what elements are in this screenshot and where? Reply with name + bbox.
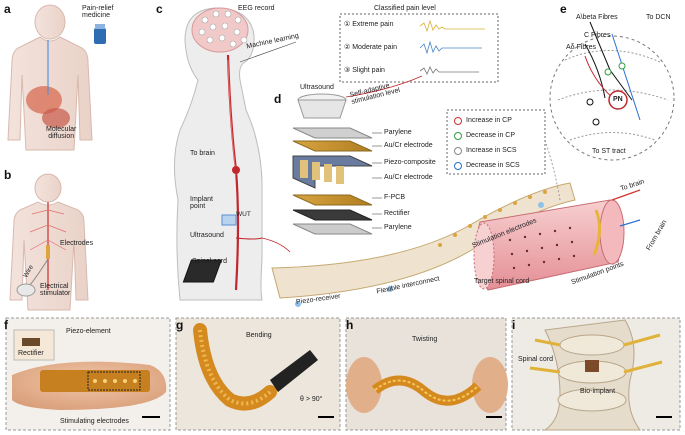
label-ultrasound-d: Ultrasound [300,84,334,91]
label-st-tract: To ST tract [592,148,626,155]
label-to-brain-c: To brain [190,150,215,157]
label-ultrasound-c: Ultrasound [190,232,224,239]
label-layer-6: Rectifier [384,210,410,217]
label-eeg-record: EEG record [238,5,275,12]
photo-i-spine [529,319,672,431]
label-stimulating-electrodes: Stimulating electrodes [60,418,129,425]
label-classified-pain-level: Classified pain level [374,5,436,12]
label-electrodes: Electrodes [60,240,94,247]
label-bending: Bending [246,332,272,339]
label-pain-level-2: ② Moderate pain [344,44,397,51]
label-twisting: Twisting [412,336,438,343]
label-bio-implant: Bio-implant [580,388,616,395]
label-spinal-cord-c: Spinal cord [192,258,228,265]
panel-letter-h: h [346,318,354,332]
legend-increase-scs: Increase in SCS [466,147,517,154]
label-layer-3: Piezo-composite [384,159,436,166]
legend-decrease-cp: Decrease in CP [466,132,516,139]
label-rectifier: Rectifier [18,350,44,357]
panel-letter-i: i [512,318,516,332]
panel-letter-e: e [560,2,567,16]
panel-letter-a: a [4,2,11,16]
label-pn: PN [613,96,623,103]
label-theta: θ > 90° [300,396,323,403]
label-layer-5: F-PCB [384,194,405,201]
spinal-cord-cylinder [473,189,641,291]
panel-letter-d: d [274,92,282,106]
label-adelta-fibres: Aδ Fibres [566,44,596,51]
fibre-circle [549,21,675,161]
label-layer-4: Au/Cr electrode [384,174,433,181]
panel-letter-c: c [156,2,163,16]
label-to-dcn: To DCN [646,14,671,21]
panel-b-body [9,173,89,311]
layer-stack [292,93,382,235]
panel-letter-f: f [4,318,8,332]
panel-letter-b: b [4,168,12,182]
label-pain-level-3: ③ Slight pain [344,67,385,74]
label-layer-2: Au/Cr electrode [384,142,433,149]
label-abeta-fibres: A\beta Fibres [576,14,618,21]
legend-decrease-scs: Decrease in SCS [466,162,520,169]
implant-strip [182,182,576,307]
label-electrical-stimulator: Electrical stimulator [40,283,71,297]
photo-g-bending [193,323,334,418]
panel-a-body [7,4,106,151]
connector-arrows [261,75,561,253]
legend-increase-cp: Increase in CP [466,117,512,124]
label-pain-level-1: ① Extreme pain [344,21,394,28]
panel-c-body [173,7,297,301]
label-molecular-diffusion: Molecular diffusion [46,126,77,140]
label-piezo-element: Piezo-element [66,328,111,335]
label-wut: WUT [236,211,251,218]
photo-f-finger [12,329,167,418]
label-pain-relief: Pain-relief medicine [82,5,114,19]
label-layer-7: Parylene [384,224,412,231]
legend-box [446,109,546,175]
label-c-fibres: C Fibres [584,32,611,39]
label-spinal-cord-i: Spinal cord [518,356,554,363]
photo-h-twisting [346,357,508,418]
eeg-box [339,13,499,83]
label-implant-point: Implant point [190,196,213,210]
label-layer-1: Parylene [384,129,412,136]
panel-letter-g: g [176,318,184,332]
label-target-spinal-cord: Target spinal cord [474,278,530,285]
